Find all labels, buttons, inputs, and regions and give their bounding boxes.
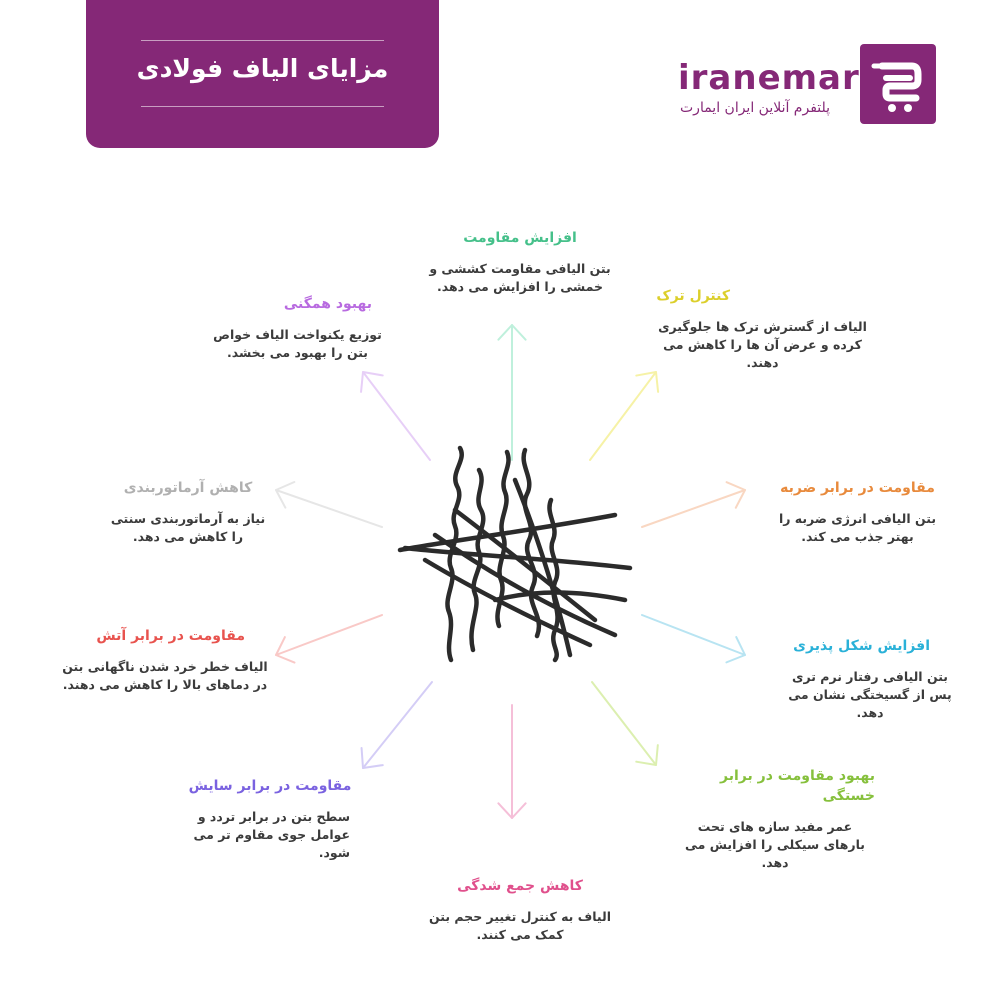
benefit-description: بتن الیافی مقاومت کششی و خمشی را افزایش … bbox=[429, 261, 611, 294]
arrow-head-icon bbox=[635, 371, 660, 393]
arrow-head-icon bbox=[497, 802, 527, 819]
benefit-title: کنترل ترک bbox=[656, 288, 730, 304]
page-title: مزایای الیاف فولادی bbox=[136, 54, 389, 83]
benefit-title: مقاومت در برابر آتش bbox=[96, 628, 245, 644]
steel-fibers-icon bbox=[397, 445, 633, 663]
benefit-title: بهبود مقاومت در برابر خستگی bbox=[720, 768, 875, 804]
arrow-shaft bbox=[275, 489, 383, 528]
benefit-title: کاهش آرماتوربندی bbox=[123, 480, 253, 496]
arrow-shaft bbox=[362, 681, 433, 769]
arrow-shaft bbox=[641, 489, 746, 528]
arrow-head-icon bbox=[635, 744, 659, 766]
arrow-head-icon bbox=[725, 481, 746, 509]
arrow-shaft bbox=[589, 371, 657, 461]
logo-cart-icon bbox=[860, 44, 936, 124]
arrow-shaft bbox=[362, 371, 431, 461]
brand-logo[interactable]: iranemart پلتفرم آنلاین ایران ایمارت bbox=[672, 44, 938, 124]
benefit-increase-strength: افزایش مقاومت بتن الیافی مقاومت کششی و خ… bbox=[425, 228, 615, 296]
arrow-head-icon bbox=[360, 747, 384, 769]
benefit-title: کاهش جمع شدگی bbox=[457, 878, 583, 894]
benefit-homogeneity: بهبود همگنی توزیع یکنواخت الیاف خواص بتن… bbox=[205, 294, 390, 362]
benefit-description: بتن الیافی انرژی ضربه را بهتر جذب می کند… bbox=[778, 511, 937, 544]
benefit-description: سطح بتن در برابر تردد و عوامل جوی مقاوم … bbox=[193, 809, 350, 860]
benefit-shrinkage-reduction: کاهش جمع شدگی الیاف به کنترل تغییر حجم ب… bbox=[425, 876, 615, 944]
arrow-shaft bbox=[641, 614, 746, 656]
benefit-title: بهبود همگنی bbox=[283, 296, 372, 312]
arrow-head-icon bbox=[275, 480, 296, 509]
benefit-ductility: افزایش شکل پذیری بتن الیافی رفتار نرم تر… bbox=[780, 636, 960, 722]
benefit-title: افزایش مقاومت bbox=[463, 230, 577, 246]
benefit-description: بتن الیافی رفتار نرم تری پس از گسیختگی ن… bbox=[788, 669, 952, 720]
benefit-impact-resistance: مقاومت در برابر ضربه بتن الیافی انرژی ضر… bbox=[770, 478, 945, 546]
benefit-crack-control: کنترل ترک الیاف از گسترش ترک ها جلوگیری … bbox=[655, 286, 870, 372]
arrow-head-icon bbox=[725, 636, 746, 664]
arrow-head-icon bbox=[497, 324, 527, 341]
title-banner: مزایای الیاف فولادی bbox=[86, 0, 439, 148]
benefit-description: عمر مفید سازه های تحت بارهای سیکلی را اف… bbox=[685, 819, 865, 870]
arrow-head-icon bbox=[275, 636, 296, 664]
benefit-rebar-reduction: کاهش آرماتوربندی نیاز به آرماتوربندی سنت… bbox=[108, 478, 268, 546]
arrow-head-icon bbox=[360, 371, 384, 393]
benefit-description: الیاف از گسترش ترک ها جلوگیری کرده و عرض… bbox=[658, 319, 867, 370]
title-rule-top bbox=[141, 40, 384, 41]
arrow-shaft bbox=[275, 614, 383, 656]
benefit-description: الیاف خطر خرد شدن ناگهانی بتن در دماهای … bbox=[62, 659, 268, 692]
benefit-title: مقاومت در برابر سایش bbox=[188, 778, 352, 794]
logo-wordmark: iranemart bbox=[678, 58, 878, 98]
benefit-title: مقاومت در برابر ضربه bbox=[780, 480, 935, 496]
logo-tagline: پلتفرم آنلاین ایران ایمارت bbox=[680, 100, 831, 116]
benefit-abrasion-resistance: مقاومت در برابر سایش سطح بتن در برابر تر… bbox=[180, 776, 360, 862]
benefit-fatigue-resistance: بهبود مقاومت در برابر خستگی عمر مفید ساز… bbox=[675, 766, 875, 872]
benefit-description: توزیع یکنواخت الیاف خواص بتن را بهبود می… bbox=[213, 327, 382, 360]
benefit-fire-resistance: مقاومت در برابر آتش الیاف خطر خرد شدن نا… bbox=[55, 626, 275, 694]
benefit-description: نیاز به آرماتوربندی سنتی را کاهش می دهد. bbox=[110, 511, 266, 544]
title-rule-bottom bbox=[141, 106, 384, 107]
benefit-title: افزایش شکل پذیری bbox=[793, 638, 930, 654]
arrow-shaft bbox=[591, 681, 657, 766]
benefit-description: الیاف به کنترل تغییر حجم بتن کمک می کنند… bbox=[428, 909, 612, 942]
